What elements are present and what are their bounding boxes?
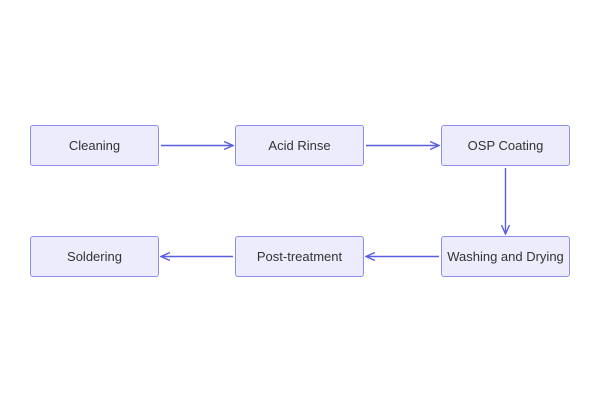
- node-osp-coating: OSP Coating: [441, 125, 570, 166]
- node-label-post-treatment: Post-treatment: [256, 249, 343, 264]
- node-label-osp-coating: OSP Coating: [467, 138, 544, 153]
- node-acid-rinse: Acid Rinse: [235, 125, 364, 166]
- node-label-soldering: Soldering: [67, 249, 122, 264]
- node-label-acid-rinse: Acid Rinse: [268, 138, 331, 153]
- node-label-washing-and-drying: Washing and Drying: [447, 249, 564, 264]
- node-cleaning: Cleaning: [30, 125, 159, 166]
- node-washing-and-drying: Washing and Drying: [441, 236, 570, 277]
- node-post-treatment: Post-treatment: [235, 236, 364, 277]
- node-label-cleaning: Cleaning: [68, 138, 121, 153]
- node-soldering: Soldering: [30, 236, 159, 277]
